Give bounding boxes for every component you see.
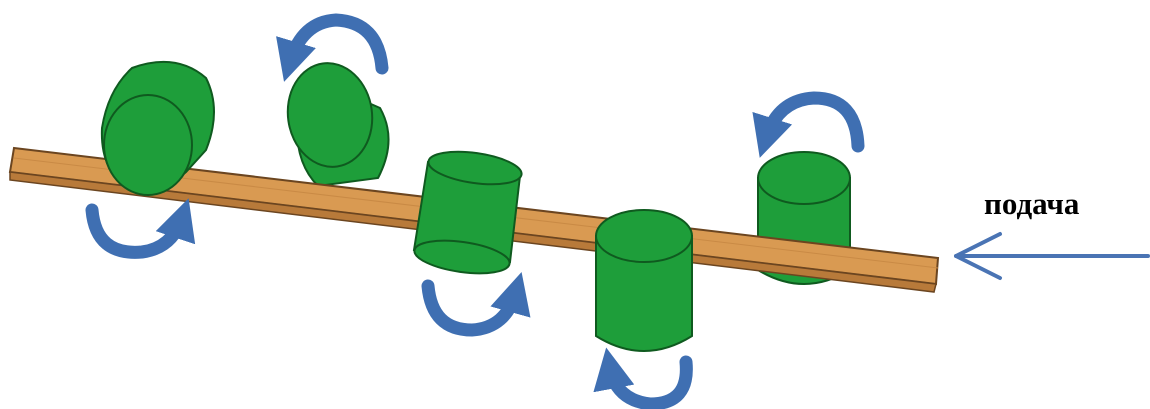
roller-1 [100, 60, 215, 196]
roller-4 [595, 209, 693, 352]
feed-label: подача [984, 186, 1080, 221]
rotation-arrow-icon [593, 347, 693, 409]
roller-2 [286, 62, 390, 188]
rotation-arrow-icon [421, 271, 531, 337]
rotation-arrow-icon [752, 91, 865, 158]
roller-3 [412, 150, 523, 275]
rotation-arrow-icon [85, 198, 196, 259]
feed-arrow-icon [954, 232, 1150, 280]
rotation-arrow-icon [276, 13, 389, 82]
